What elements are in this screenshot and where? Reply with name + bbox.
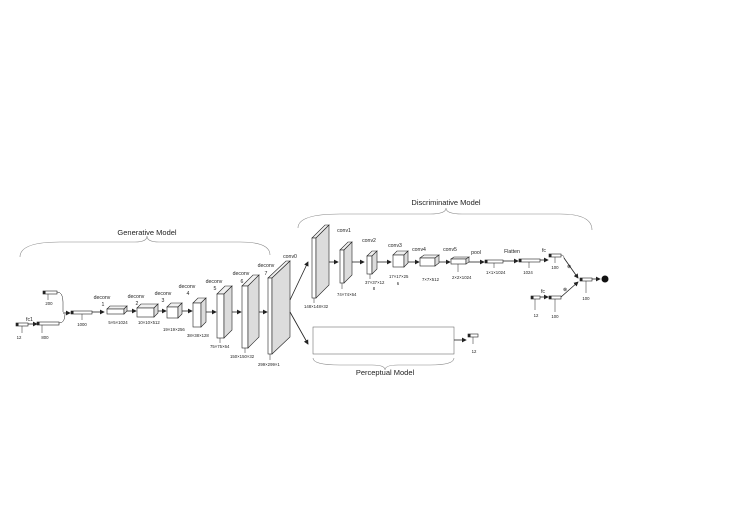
svg-text:pool: pool	[471, 250, 481, 256]
svg-text:37×37×12: 37×37×12	[365, 280, 385, 285]
svg-text:148×148×32: 148×148×32	[304, 304, 329, 309]
svg-text:4: 4	[187, 291, 190, 297]
perceptual-output: 12	[454, 333, 479, 354]
svg-text:5×5×1024: 5×5×1024	[108, 320, 128, 325]
svg-text:conv3: conv3	[388, 243, 402, 249]
deconv1-block: deconv 1 5×5×1024	[94, 295, 137, 325]
svg-text:74×74×64: 74×74×64	[337, 292, 357, 297]
svg-text:100: 100	[551, 265, 559, 270]
svg-text:12: 12	[534, 313, 539, 318]
noise-input: 200	[42, 290, 64, 312]
generative-group: Generative Model	[19, 228, 271, 258]
svg-text:7: 7	[265, 271, 268, 277]
svg-text:fc: fc	[542, 248, 546, 254]
pool-stage: pool 1×1×1024	[471, 250, 519, 275]
conv4-block: conv4 7×7×512	[412, 247, 451, 282]
conv5-block: conv5 2×2×1024	[443, 247, 485, 280]
svg-text:1: 1	[102, 302, 105, 308]
svg-text:38×38×128: 38×38×128	[187, 333, 209, 338]
svg-text:2×2×1024: 2×2×1024	[452, 275, 472, 280]
deconv7-block: deconv 7 299×299×1	[258, 260, 291, 367]
output-node	[601, 275, 609, 283]
svg-text:⊗: ⊗	[567, 264, 571, 270]
svg-text:deconv: deconv	[94, 295, 111, 301]
svg-text:7×7×512: 7×7×512	[422, 277, 440, 282]
perceptual-model-box	[312, 326, 455, 355]
svg-text:deconv: deconv	[155, 291, 172, 297]
conv1-block: conv1 74×74×64	[337, 228, 365, 297]
svg-text:deconv: deconv	[258, 263, 275, 269]
deconv3-block: deconv 3 19×19×256	[155, 291, 193, 332]
discriminative-model-label: Discriminative Model	[411, 198, 481, 207]
deconv6-block: deconv 6 150×150×32	[230, 271, 268, 359]
deconv2-block: deconv 2 10×10×512	[128, 294, 167, 325]
conv0-block: conv0 148×148×32	[283, 224, 339, 309]
svg-text:19×19×256: 19×19×256	[163, 327, 185, 332]
fc1-input: fc1 12	[15, 317, 38, 340]
svg-text:3: 3	[162, 298, 165, 304]
svg-text:2: 2	[136, 301, 139, 307]
svg-text:10×10×512: 10×10×512	[138, 320, 160, 325]
svg-text:conv1: conv1	[337, 228, 351, 234]
perceptual-model-label: Perceptual Model	[356, 368, 415, 377]
flatten-stage: Flatten 1024	[504, 249, 549, 275]
fc-1000-size: 1000	[77, 322, 87, 327]
svg-text:fc: fc	[541, 289, 545, 295]
svg-text:150×150×32: 150×150×32	[230, 354, 255, 359]
generative-model-label: Generative Model	[117, 228, 177, 237]
svg-text:deconv: deconv	[206, 279, 223, 285]
fc1-size: 12	[17, 335, 22, 340]
svg-text:conv4: conv4	[412, 247, 426, 253]
svg-text:100: 100	[551, 314, 559, 319]
svg-text:17×17×25: 17×17×25	[389, 274, 409, 279]
fc-bottom-stage: fc 12 100 ⊗	[530, 281, 579, 319]
concat-size: 800	[41, 335, 49, 340]
discriminative-group: Discriminative Model	[297, 198, 593, 231]
svg-text:8: 8	[373, 286, 376, 291]
svg-text:Flatten: Flatten	[504, 249, 520, 255]
fc-1000-vector: 1000	[70, 309, 105, 327]
svg-text:1024: 1024	[523, 270, 533, 275]
fc1-label: fc1	[26, 317, 33, 323]
svg-text:1×1×1024: 1×1×1024	[486, 270, 506, 275]
svg-text:conv2: conv2	[362, 238, 376, 244]
svg-text:5: 5	[214, 286, 217, 292]
concat-vector: 800	[36, 310, 71, 340]
svg-text:6: 6	[241, 279, 244, 285]
svg-text:deconv: deconv	[128, 294, 145, 300]
svg-text:75×75×64: 75×75×64	[210, 344, 230, 349]
conv3-block: conv3 17×17×25 6	[388, 243, 420, 286]
svg-text:6: 6	[397, 281, 400, 286]
svg-text:deconv: deconv	[233, 271, 250, 277]
deconv5-block: deconv 5 75×75×64	[206, 279, 242, 349]
perceptual-group: Perceptual Model	[312, 326, 455, 377]
perceptual-output-size: 12	[472, 349, 477, 354]
svg-text:⊗: ⊗	[563, 287, 567, 293]
fc-top-stage: fc 100 ⊗	[542, 248, 579, 279]
svg-text:conv0: conv0	[283, 254, 297, 260]
svg-text:100: 100	[582, 296, 590, 301]
svg-text:deconv: deconv	[179, 284, 196, 290]
svg-text:conv5: conv5	[443, 247, 457, 253]
output-stage: 100	[579, 275, 609, 301]
deconv4-block: deconv 4 38×38×128	[179, 284, 217, 338]
svg-text:299×299×1: 299×299×1	[258, 362, 280, 367]
noise-size: 200	[45, 301, 53, 306]
conv2-block: conv2 37×37×12 8	[362, 238, 392, 291]
